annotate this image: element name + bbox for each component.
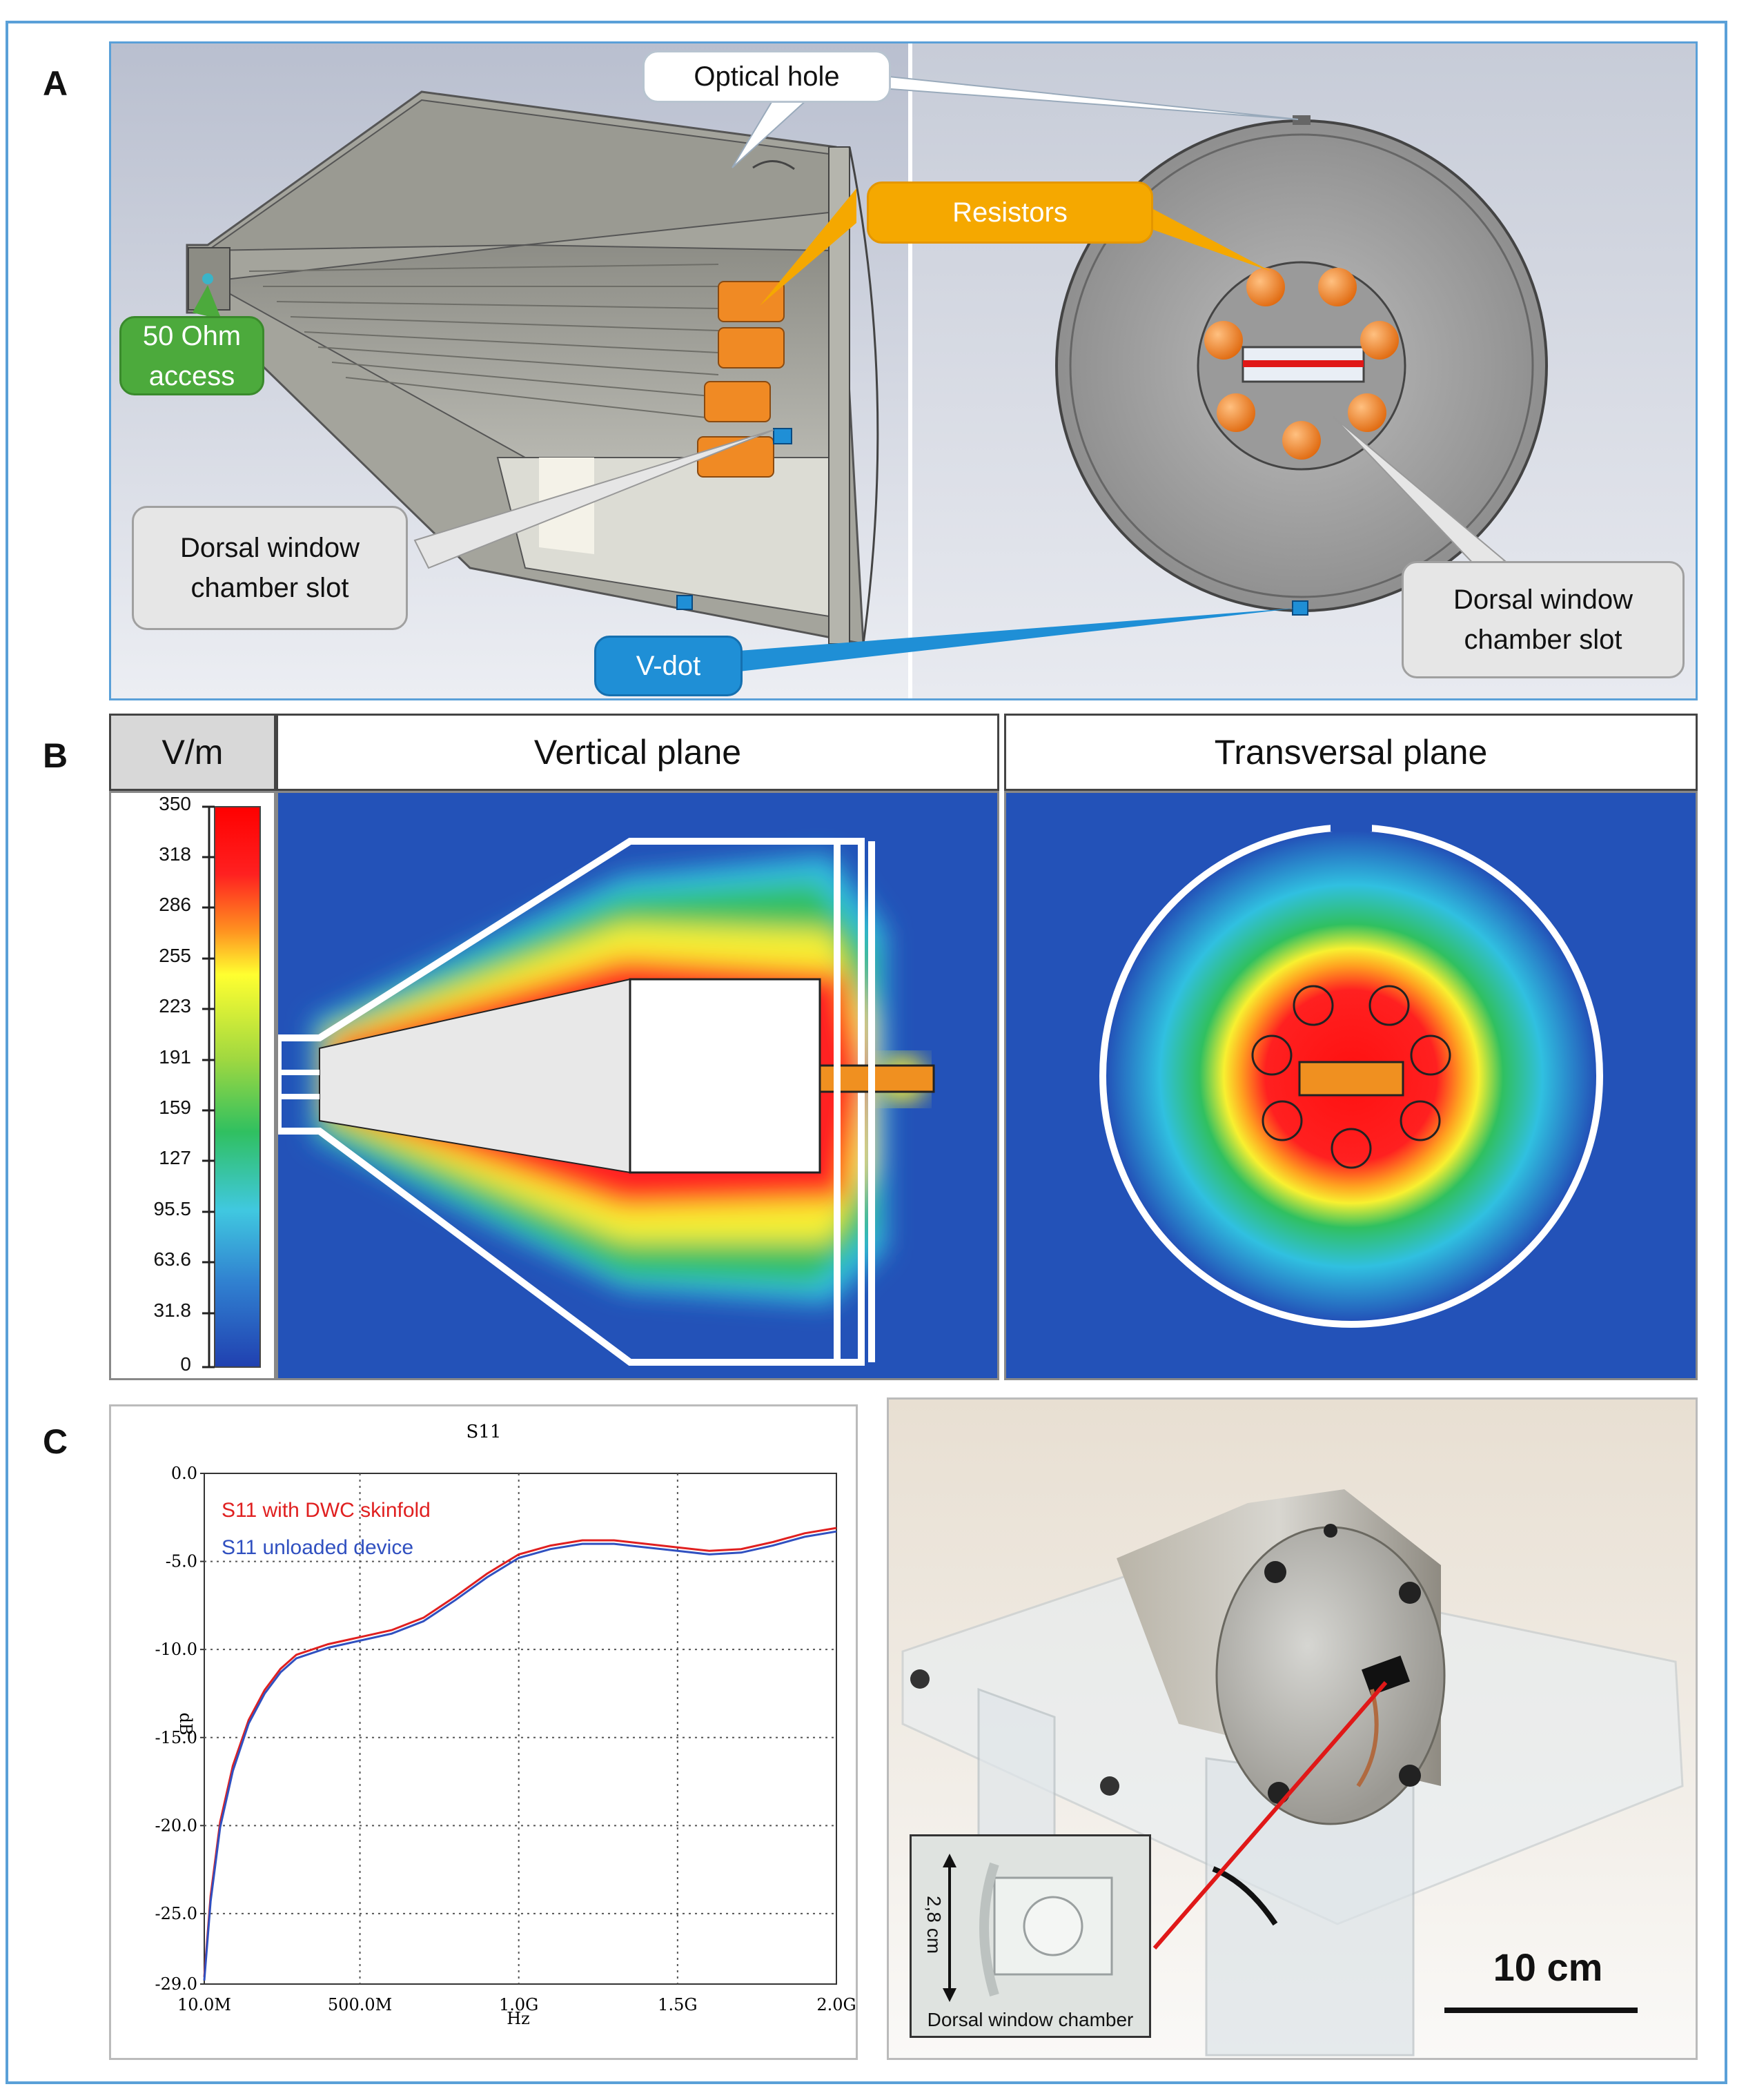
vertical-plane-header: Vertical plane	[276, 714, 999, 791]
scale-tick: 255	[159, 945, 191, 966]
color-scale-bar	[202, 805, 261, 1368]
legend-entry-2: S11 unloaded device	[222, 1536, 413, 1559]
callout-dwc-slot-right: Dorsal window chamber slot	[1402, 561, 1685, 678]
horn-front-view	[1055, 115, 1548, 616]
dwc-slot-field	[1298, 1061, 1404, 1097]
unit-header: V/m	[109, 714, 276, 791]
y-tick-label: -25.0	[155, 1904, 197, 1923]
series-lines	[203, 1527, 837, 1981]
y-tick-label: -15.0	[155, 1728, 197, 1747]
scale-tick: 95.5	[153, 1198, 192, 1219]
slot-marker-left	[773, 428, 792, 444]
scale-bar-label: 10 cm	[1493, 1945, 1603, 1989]
resistor-front-6	[1348, 393, 1386, 432]
callout-dwc-slot-left: Dorsal window chamber slot	[132, 506, 408, 630]
callout-pointers	[193, 70, 1507, 671]
vdot-marker-left	[676, 595, 693, 610]
y-tick-label: -10.0	[155, 1640, 197, 1659]
x-tick-label: 10.0M	[177, 1995, 231, 2014]
y-axis-label: dB	[176, 1713, 195, 1736]
s11-chart: S11 0.0 -5.0 -10.0 -15.0 -20.0 -25.0 -29.0 10.…	[155, 1422, 856, 2028]
callout-slot-left-line1: Dorsal window	[179, 533, 360, 563]
color-scale: 350 318 286 255 223 191 159 127 95.5 63.…	[109, 791, 276, 1380]
series-line-1	[203, 1527, 837, 1977]
x-tick-label: 2.0G	[816, 1995, 856, 2014]
figure-frame	[6, 21, 1727, 2084]
optical-hole-front	[1293, 115, 1311, 125]
y-ticks: 0.0 -5.0 -10.0 -15.0 -20.0 -25.0 -29.0	[155, 1464, 204, 1994]
series-line-2	[203, 1530, 837, 1981]
resistor-front-5	[1217, 393, 1255, 432]
resistor-front-3	[1204, 321, 1243, 360]
panel-label-b: B	[43, 736, 68, 775]
inset-pointer-line	[1152, 1681, 1388, 1950]
callout-access-line1: 50 Ohm	[142, 320, 242, 351]
resistor-front-7	[1282, 421, 1321, 460]
callout-slot-right-line2: chamber slot	[1464, 625, 1622, 655]
dwc-inset-photo	[912, 1836, 1149, 2036]
callout-access-line2: access	[148, 360, 235, 391]
panel-label-c: C	[43, 1422, 68, 1461]
x-tick-label: 1.0G	[499, 1995, 538, 2014]
x-tick-label: 500.0M	[328, 1995, 392, 2014]
grid	[204, 1473, 836, 1984]
y-tick-label: -5.0	[166, 1552, 197, 1571]
scale-tick: 223	[159, 995, 191, 1017]
transversal-plane-header: Transversal plane	[1004, 714, 1698, 791]
optical-hole-left	[752, 160, 795, 170]
transversal-plane-map	[1004, 791, 1698, 1380]
callout-resistors: Resistors	[867, 181, 1153, 244]
dwc-inset: 2,8 cm Dorsal window chamber	[910, 1834, 1151, 2038]
resistor-front-1	[1246, 268, 1285, 306]
resistor-front-2	[1318, 268, 1357, 306]
coax-port	[202, 273, 213, 284]
y-tick-label: -29.0	[155, 1974, 197, 1994]
legend-entry-1: S11 with DWC skinfold	[222, 1499, 431, 1522]
callout-50-ohm-access: 50 Ohm access	[119, 316, 264, 395]
callout-optical-hole: Optical hole	[642, 50, 891, 103]
callout-slot-right-line1: Dorsal window	[1453, 585, 1633, 615]
y-tick-label: 0.0	[171, 1464, 197, 1483]
callout-vdot: V-dot	[594, 636, 743, 696]
vdot-marker-right	[1292, 600, 1308, 616]
x-tick-label: 1.5G	[658, 1995, 697, 2014]
y-tick-label: -20.0	[155, 1816, 197, 1835]
scale-tick: 286	[159, 894, 191, 915]
scale-tick: 159	[159, 1097, 191, 1118]
resistor-front-4	[1360, 321, 1399, 360]
scale-tick: 127	[159, 1147, 191, 1168]
panel-c: S11 0.0 -5.0 -10.0 -15.0 -20.0 -25.0 -29.0 10.…	[109, 1404, 858, 2060]
plot-area	[204, 1473, 837, 1985]
x-axis-label: Hz	[507, 2009, 530, 2028]
inset-caption: Dorsal window chamber	[927, 2009, 1134, 2030]
panel-d: 10 cm 2,8 cm Dorsal window chamber	[887, 1397, 1698, 2060]
x-ticks: 10.0M 500.0M 1.0G 1.5G 2.0G	[177, 1995, 856, 2014]
vertical-plane-map	[275, 791, 999, 1380]
scale-tick: 63.6	[153, 1248, 192, 1270]
resistor-1	[718, 281, 785, 322]
chart-title: S11	[467, 1422, 502, 1442]
scale-tick: 318	[159, 843, 191, 865]
resistor-2	[718, 327, 785, 369]
transversal-plane-field	[1099, 821, 1603, 1328]
callout-slot-left-line2: chamber slot	[190, 573, 349, 603]
vertical-plane-field	[275, 838, 935, 1366]
scale-tick: 0	[180, 1353, 191, 1375]
scale-tick: 350	[159, 793, 191, 814]
inset-dimension-label: 2,8 cm	[923, 1895, 945, 1954]
resistor-3	[704, 381, 771, 422]
panel-a: Optical hole Resistors 50 Ohm access Dor…	[109, 41, 1698, 700]
scale-tick: 31.8	[153, 1299, 192, 1321]
panel-label-a: A	[43, 64, 68, 103]
scale-tick: 191	[159, 1046, 191, 1068]
